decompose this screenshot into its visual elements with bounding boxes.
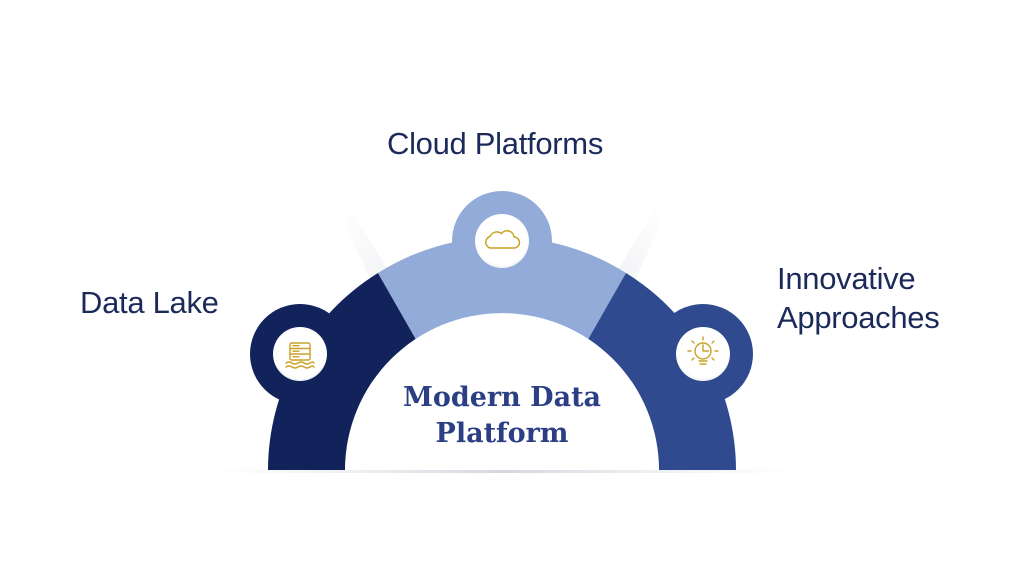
cloud-icon — [484, 230, 521, 249]
label-innovative-line2: Approaches — [777, 299, 940, 335]
database-icon — [285, 342, 315, 369]
label-innovative-line1: Innovative — [777, 261, 916, 296]
label-data-lake: Data Lake — [80, 284, 219, 323]
baseline — [208, 469, 798, 473]
icon-circle-right — [676, 327, 730, 381]
center-title-line1: Modern Data — [402, 382, 602, 413]
center-semicircle — [345, 313, 659, 470]
label-cloud-platforms-text: Cloud Platforms — [387, 126, 604, 161]
lightbulb-chart-icon — [687, 336, 719, 365]
label-cloud-platforms: Cloud Platforms — [387, 125, 603, 164]
icon-circle-top — [475, 214, 529, 268]
center-title: Modern Data Platform — [352, 380, 652, 451]
center-title-line2: Platform — [435, 417, 569, 449]
label-innovative-approaches: Innovative Approaches — [777, 260, 940, 338]
label-data-lake-text: Data Lake — [80, 285, 219, 320]
